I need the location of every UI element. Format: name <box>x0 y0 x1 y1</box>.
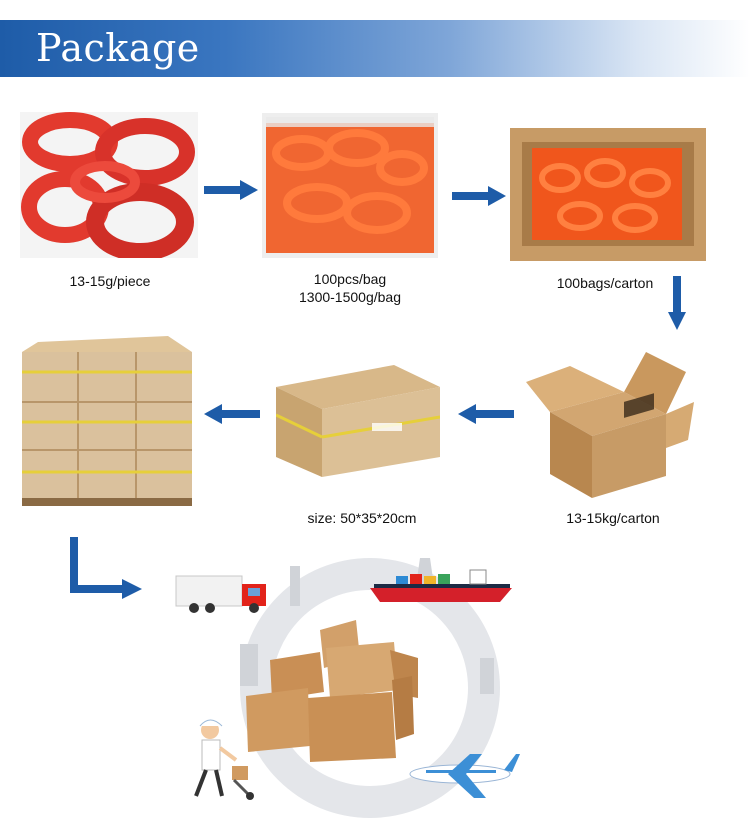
wristband-photo <box>20 112 198 258</box>
boxes-icon <box>246 620 418 762</box>
airplane-icon <box>409 754 520 798</box>
wrapped-carton-photo <box>276 365 440 477</box>
arrow-down-icon <box>668 276 686 330</box>
corner-arrow-icon <box>70 537 142 599</box>
step-5-caption: size: 50*35*20cm <box>307 510 417 526</box>
courier-icon <box>194 719 254 800</box>
arrow-right-icon <box>452 186 506 206</box>
step-2-caption-line2: 1300-1500g/bag <box>299 289 401 305</box>
logistics-illustration <box>170 548 540 832</box>
arrow-left-icon <box>458 404 514 424</box>
page-title: Package <box>36 26 200 70</box>
step-4-caption: 13-15kg/carton <box>566 510 660 526</box>
step-2-caption: 100pcs/bag 1300-1500g/bag <box>270 270 430 306</box>
step-3-caption: 100bags/carton <box>556 275 654 291</box>
bag-photo <box>262 113 438 258</box>
arrow-right-icon <box>204 180 258 200</box>
closed-carton-photo <box>526 352 694 498</box>
carton-photo <box>510 128 706 261</box>
step-2-caption-line1: 100pcs/bag <box>313 271 387 287</box>
pallet-photo <box>18 332 196 510</box>
step-1-caption: 13-15g/piece <box>69 273 151 289</box>
truck-icon <box>175 575 266 613</box>
ship-icon <box>370 569 512 602</box>
arrow-left-icon <box>204 404 260 424</box>
header-banner: Package <box>0 20 750 77</box>
